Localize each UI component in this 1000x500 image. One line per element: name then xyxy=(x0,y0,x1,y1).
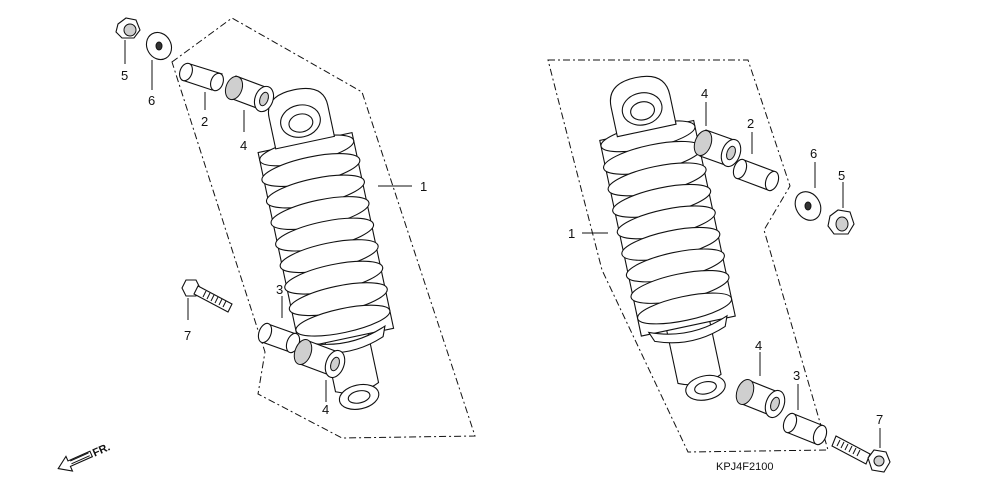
left-callout-1: 1 xyxy=(420,179,427,194)
left-callout-6: 6 xyxy=(148,93,155,108)
left-callout-5: 5 xyxy=(121,68,128,83)
right-collar-upper xyxy=(732,158,780,192)
right-callout-2: 2 xyxy=(747,116,754,131)
front-arrow-icon xyxy=(57,450,94,472)
left-washer xyxy=(145,31,173,61)
right-callout-1: 1 xyxy=(568,226,575,241)
left-collar-lower xyxy=(257,322,301,354)
right-cap-nut xyxy=(827,209,855,235)
left-bushing-upper xyxy=(224,75,275,113)
right-callout-3: 3 xyxy=(793,368,800,383)
right-callout-4b: 4 xyxy=(755,338,762,353)
right-callout-4a: 4 xyxy=(701,86,708,101)
left-assembly: 1 5 6 2 4 xyxy=(115,17,476,439)
right-collar-lower xyxy=(782,412,828,446)
left-bushing-lower xyxy=(293,338,346,379)
left-callout-2: 2 xyxy=(201,114,208,129)
front-direction-indicator: FR. xyxy=(57,441,112,472)
right-callout-5: 5 xyxy=(838,168,845,183)
left-cap-nut xyxy=(115,17,141,39)
right-bushing-upper xyxy=(693,129,742,168)
left-callout-4a: 4 xyxy=(240,138,247,153)
left-group-boundary xyxy=(171,17,476,439)
left-callout-7: 7 xyxy=(184,328,191,343)
right-bolt xyxy=(831,435,891,473)
right-callout-6: 6 xyxy=(810,146,817,161)
right-group-boundary xyxy=(547,59,829,453)
right-callout-7: 7 xyxy=(876,412,883,427)
right-bushing-lower xyxy=(735,378,786,419)
left-bolt xyxy=(181,279,233,313)
right-shock-absorber xyxy=(599,75,736,401)
left-shock-absorber xyxy=(257,87,395,410)
left-collar-upper xyxy=(179,62,224,92)
right-assembly: 1 4 2 6 5 xyxy=(547,59,891,473)
right-washer xyxy=(794,191,822,221)
front-direction-label: FR. xyxy=(91,441,112,459)
left-callout-4b: 4 xyxy=(322,402,329,417)
left-callout-3: 3 xyxy=(276,282,283,297)
drawing-code: KPJ4F2100 xyxy=(716,461,773,473)
